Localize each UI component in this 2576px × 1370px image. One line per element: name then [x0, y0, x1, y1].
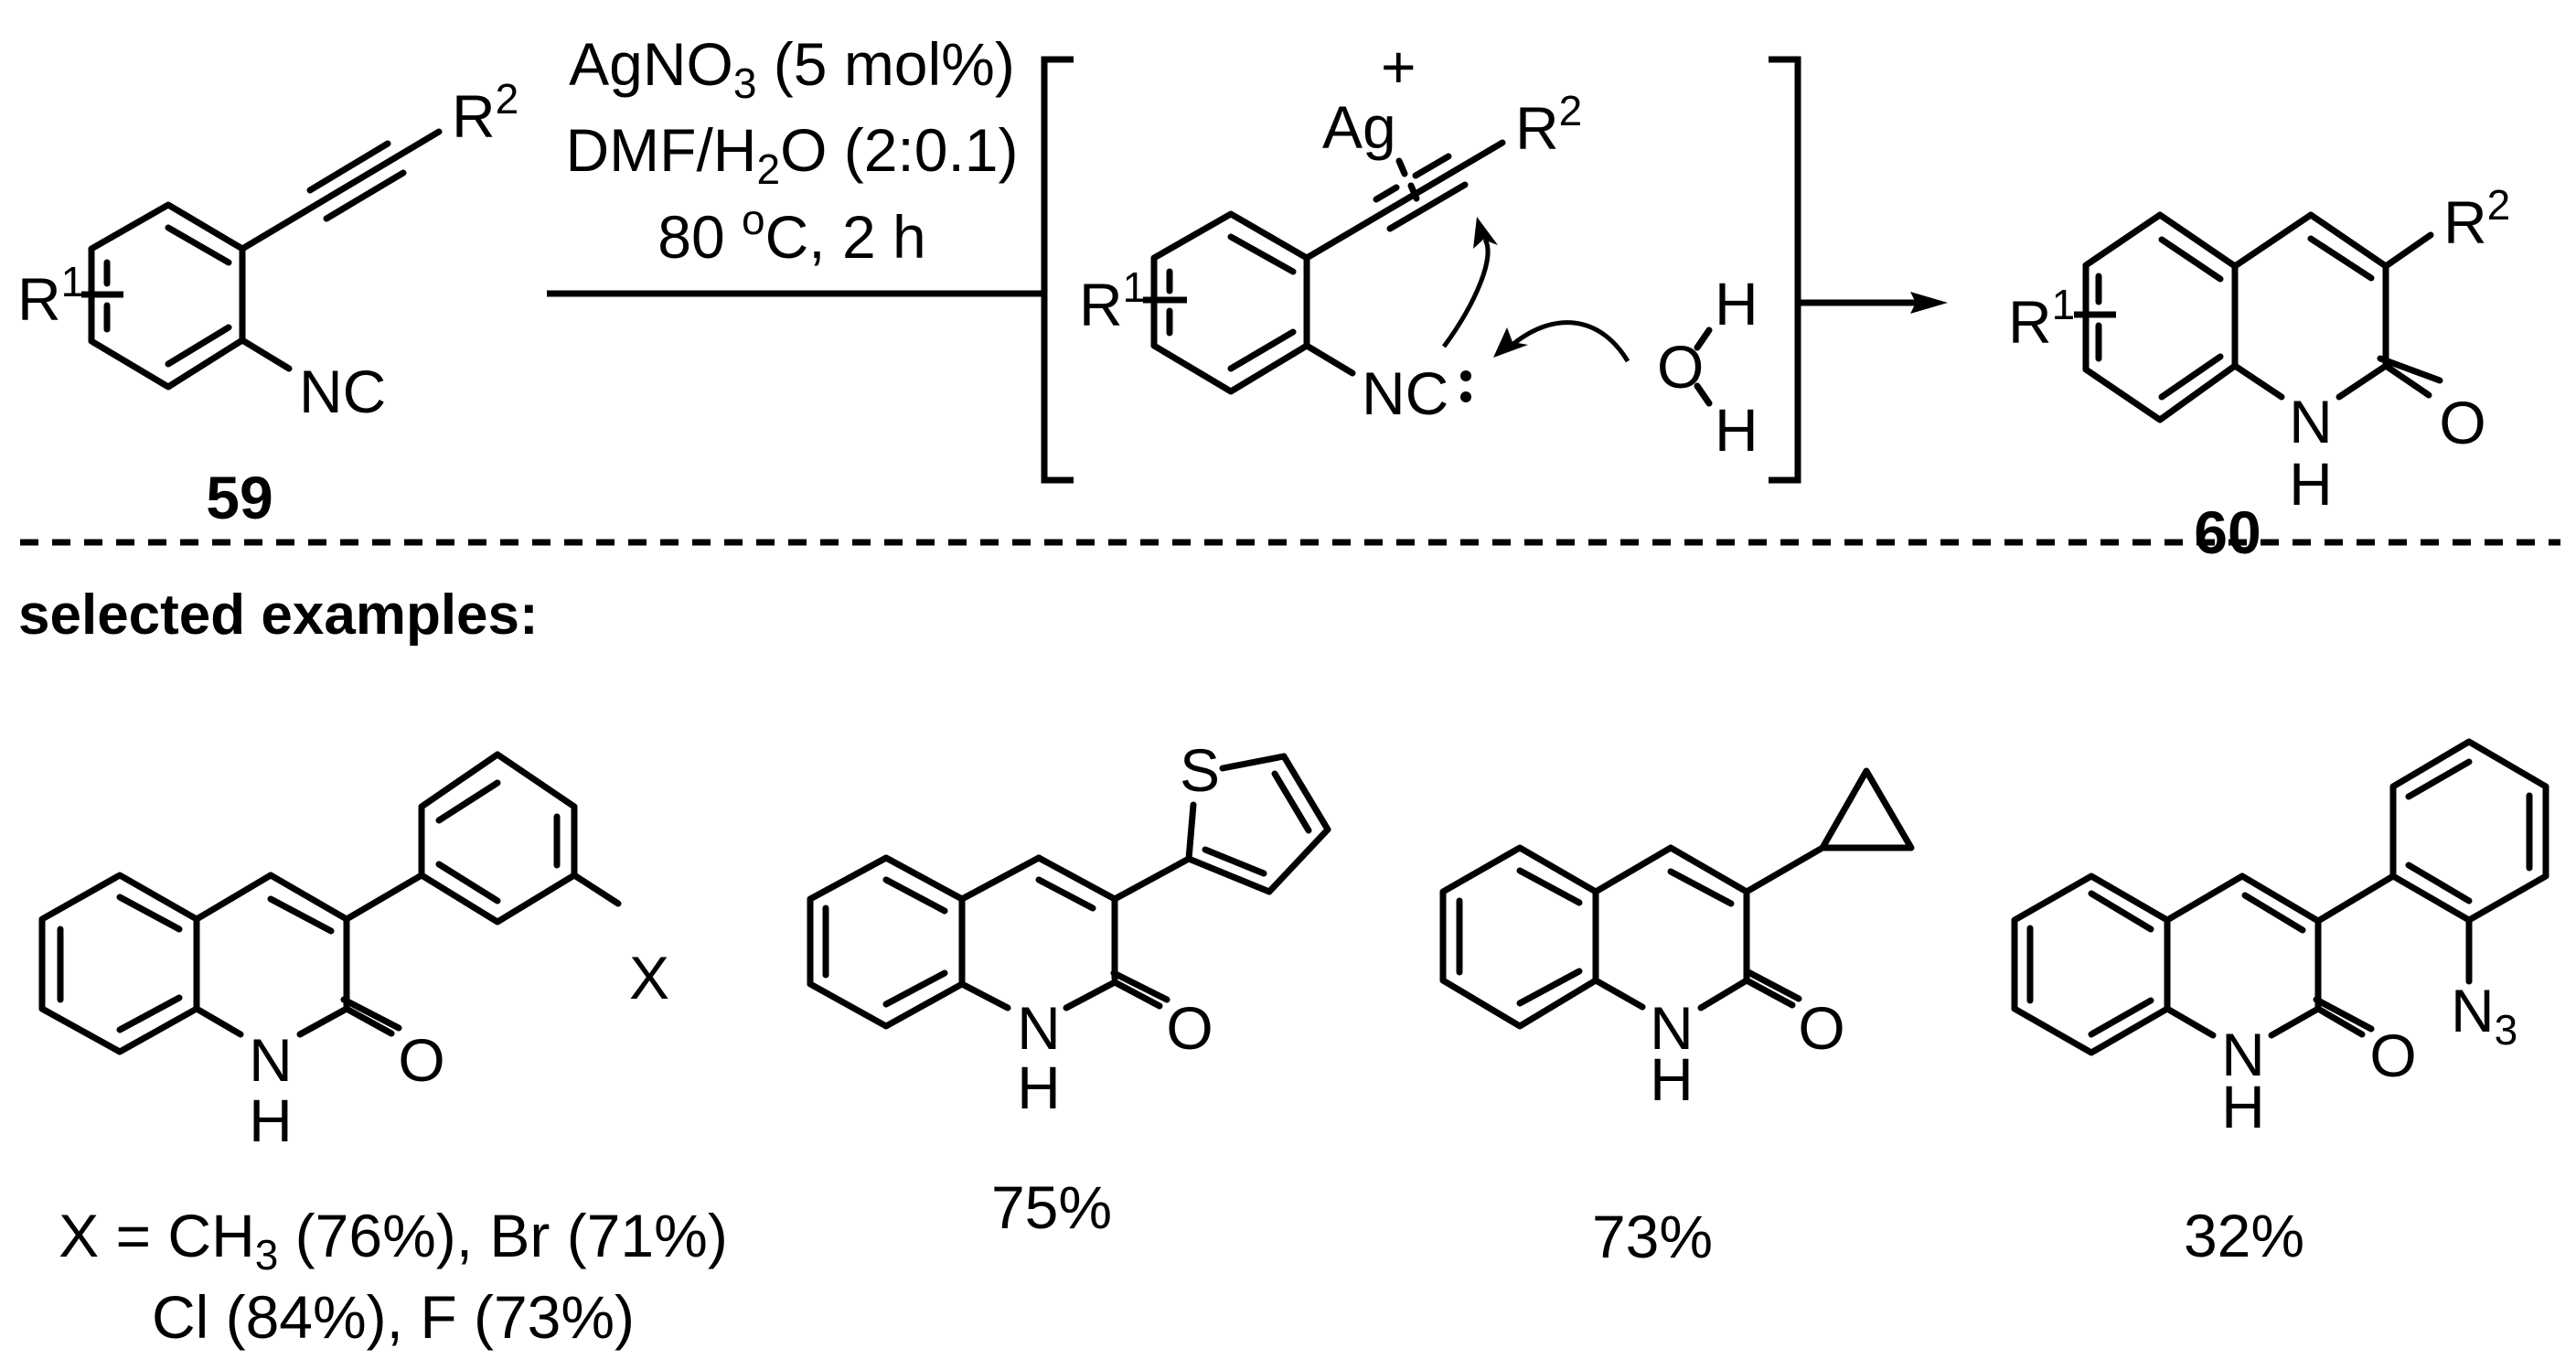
substituent-x: X [629, 944, 669, 1011]
example-3-nitrogen: N [1650, 994, 1694, 1062]
reaction-conditions: AgNO3 (5 mol%) DMF/H2O (2:0.1) 80 oC, 2 … [547, 30, 1044, 297]
product-r1-label: R1 [2008, 281, 2075, 356]
curved-arrow-icon [1493, 320, 1630, 363]
product-arrow [1798, 292, 1948, 314]
example-3-hydrogen: H [1650, 1045, 1694, 1113]
product-hydrogen: H [2289, 450, 2333, 518]
compound-60: R1 R2 N H O 60 [2008, 181, 2510, 566]
example-1-bonds [38, 751, 622, 1055]
thiophene-sulfur: S [1180, 736, 1220, 804]
example-4-bonds [2011, 738, 2549, 1056]
compound-number-59: 59 [206, 464, 273, 531]
compound-59: R1 R2 NC 59 [17, 75, 518, 531]
example-cyclopropyl: N H O 73% [1439, 767, 1915, 1270]
product-oxygen: O [2439, 389, 2485, 456]
example-4-hydrogen: H [2221, 1073, 2265, 1140]
example-1-yields-line1: X = CH3 (76%), Br (71%) [59, 1202, 728, 1279]
example-4-oxygen: O [2369, 1022, 2416, 1089]
intermediate-r1-label: R1 [1079, 263, 1146, 338]
r2-label: R2 [452, 75, 518, 150]
water-oxygen: O [1657, 333, 1704, 401]
example-thienyl: S N H O 75% [807, 736, 1331, 1241]
water-hydrogen-bottom: H [1715, 396, 1758, 464]
example-4-nitrogen: N [2221, 1021, 2265, 1088]
example-2-nitrogen: N [1017, 994, 1061, 1062]
intermediate: Ag + R2 R1 NC O H H [1041, 33, 1801, 484]
section-title: selected examples: [18, 583, 539, 647]
condition-temperature-time: 80 oC, 2 h [657, 196, 925, 271]
example-2-hydrogen: H [1017, 1054, 1061, 1121]
example-aryl-x: X N H O X = CH3 (76%), Br (71%) Cl (84%)… [38, 751, 728, 1351]
example-1-hydrogen: H [249, 1086, 293, 1154]
r1-label: R1 [17, 258, 84, 333]
example-4-yield: 32% [2184, 1202, 2304, 1269]
azide-label: N3 [2451, 977, 2517, 1054]
intermediate-bonds [1143, 139, 1713, 407]
example-1-nitrogen: N [249, 1026, 293, 1094]
example-2-bonds [807, 753, 1331, 1030]
compound-59-bonds [81, 128, 443, 391]
example-2-yield: 75% [991, 1173, 1112, 1241]
example-1-oxygen: O [398, 1026, 444, 1094]
water-hydrogen-top: H [1715, 270, 1758, 337]
example-azidophenyl: N3 N H O 32% [2011, 738, 2549, 1269]
example-1-yields-line2: Cl (84%), F (73%) [152, 1283, 635, 1351]
curved-arrow-icon [1441, 217, 1498, 348]
intermediate-isocyanide-label: NC [1362, 359, 1448, 427]
compound-number-60: 60 [2194, 498, 2261, 566]
left-bracket [1041, 56, 1074, 484]
product-nitrogen: N [2289, 388, 2333, 455]
intermediate-r2-label: R2 [1515, 87, 1582, 162]
silver-label: Ag [1322, 93, 1396, 161]
right-bracket [1769, 56, 1801, 484]
condition-solvent: DMF/H2O (2:0.1) [566, 116, 1019, 193]
compound-60-bonds [2074, 211, 2443, 423]
example-3-bonds [1439, 767, 1915, 1030]
example-3-yield: 73% [1592, 1203, 1713, 1270]
isocyanide-label: NC [299, 358, 386, 425]
example-3-oxygen: O [1798, 994, 1844, 1062]
product-r2-label: R2 [2443, 181, 2510, 256]
example-2-oxygen: O [1166, 994, 1213, 1062]
positive-charge: + [1381, 33, 1416, 101]
condition-catalyst: AgNO3 (5 mol%) [569, 30, 1015, 107]
lone-pair-icon [1460, 370, 1471, 402]
